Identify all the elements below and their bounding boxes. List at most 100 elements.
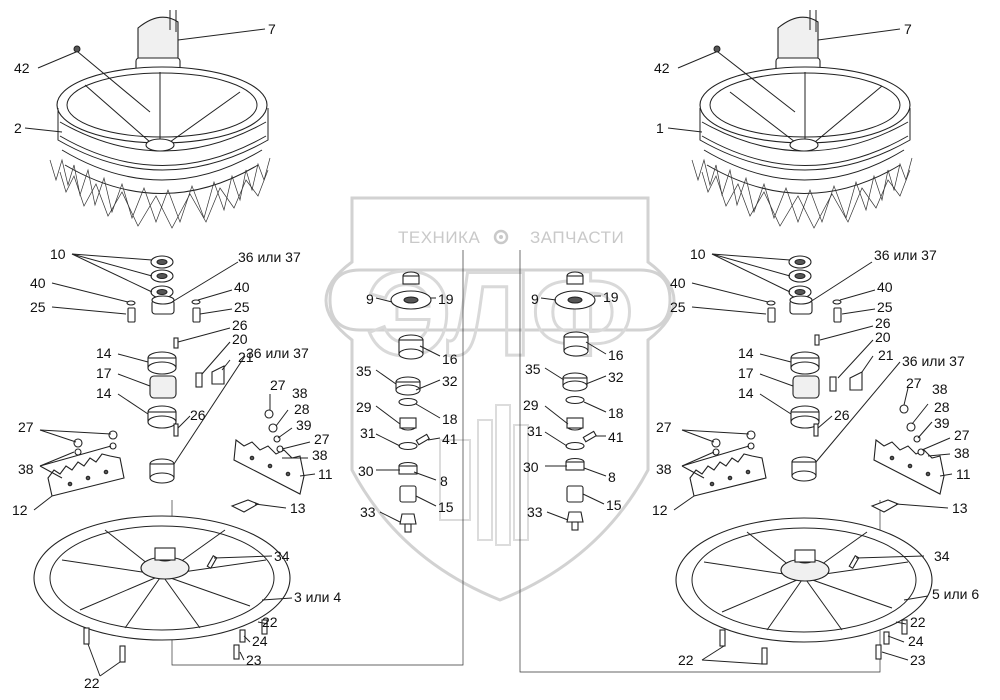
callout-38: 38 bbox=[932, 381, 948, 397]
callout-3-or-4: 3 или 4 bbox=[294, 589, 341, 605]
watermark-right-text: ЗАПЧАСТИ bbox=[530, 228, 624, 247]
callout-34: 34 bbox=[274, 548, 290, 564]
cutting-disc bbox=[675, 517, 933, 643]
callout-13: 13 bbox=[952, 500, 968, 516]
callout-16: 16 bbox=[442, 351, 458, 367]
bolt-group bbox=[719, 619, 908, 665]
sleeve-assembly bbox=[790, 351, 820, 429]
callout-9: 9 bbox=[366, 291, 374, 307]
screw bbox=[206, 555, 218, 569]
clip bbox=[211, 365, 225, 385]
callout-40: 40 bbox=[30, 275, 46, 291]
watermark-logo: ЭЛФ bbox=[366, 247, 633, 381]
callout-12: 12 bbox=[12, 502, 28, 518]
callout-42: 42 bbox=[654, 60, 670, 76]
callout-27: 27 bbox=[270, 377, 286, 393]
key bbox=[829, 376, 837, 392]
callout-15: 15 bbox=[606, 497, 622, 513]
bolt-group bbox=[83, 619, 268, 663]
cutting-disc bbox=[33, 515, 291, 641]
callout-21: 21 bbox=[238, 349, 254, 365]
callout-19: 19 bbox=[603, 289, 619, 305]
callout-10: 10 bbox=[690, 246, 706, 262]
callout-14: 14 bbox=[738, 385, 754, 401]
callout-26: 26 bbox=[232, 317, 248, 333]
bracket bbox=[230, 499, 260, 513]
callout-27: 27 bbox=[656, 419, 672, 435]
bolt bbox=[832, 299, 842, 323]
screw bbox=[173, 423, 179, 437]
callout-26: 26 bbox=[190, 407, 206, 423]
bolt bbox=[191, 299, 201, 323]
callout-14: 14 bbox=[738, 345, 754, 361]
callout-25: 25 bbox=[877, 299, 893, 315]
leader-lines bbox=[24, 28, 953, 677]
callout-41: 41 bbox=[442, 431, 458, 447]
callout-26: 26 bbox=[875, 315, 891, 331]
callout-27: 27 bbox=[314, 431, 330, 447]
callout-36-or-37: 36 или 37 bbox=[902, 353, 965, 369]
callout-24: 24 bbox=[252, 633, 268, 649]
callout-1: 1 bbox=[656, 120, 664, 136]
callout-28: 28 bbox=[934, 399, 950, 415]
key bbox=[195, 372, 203, 388]
callout-25: 25 bbox=[234, 299, 250, 315]
callout-25: 25 bbox=[30, 299, 46, 315]
bolt bbox=[766, 300, 776, 323]
callout-25: 25 bbox=[670, 299, 686, 315]
callout-18: 18 bbox=[442, 411, 458, 427]
cap bbox=[713, 45, 721, 53]
callout-18: 18 bbox=[608, 405, 624, 421]
clip bbox=[849, 371, 863, 391]
watermark-left-text: ТЕХНИКА bbox=[398, 228, 480, 247]
callout-38: 38 bbox=[312, 447, 328, 463]
left-assembly bbox=[33, 10, 305, 663]
callout-30: 30 bbox=[523, 459, 539, 475]
bracket bbox=[870, 499, 900, 513]
bolt bbox=[126, 300, 136, 323]
callout-22: 22 bbox=[678, 652, 694, 668]
callout-36-or-37: 36 или 37 bbox=[246, 345, 309, 361]
watermark: ТЕХНИКА ЗАПЧАСТИ ЭЛФ bbox=[324, 196, 676, 602]
callout-labels-left: 7 42 2 10 36 или 37 40 40 25 25 26 20 14… bbox=[12, 21, 341, 691]
callout-34: 34 bbox=[934, 548, 950, 564]
callout-38: 38 bbox=[292, 385, 308, 401]
pin bbox=[173, 337, 179, 349]
callout-27: 27 bbox=[906, 375, 922, 391]
callout-39: 39 bbox=[934, 415, 950, 431]
callout-7: 7 bbox=[268, 21, 276, 37]
callout-41: 41 bbox=[608, 429, 624, 445]
callout-33: 33 bbox=[527, 504, 543, 520]
rotor-drum bbox=[691, 66, 913, 229]
callout-29: 29 bbox=[356, 399, 372, 415]
bearing-stack bbox=[788, 255, 813, 315]
knife-segment-right bbox=[233, 438, 305, 495]
bearing-stack bbox=[150, 255, 175, 315]
callout-17: 17 bbox=[96, 365, 112, 381]
callout-36-or-37: 36 или 37 bbox=[874, 247, 937, 263]
callout-8: 8 bbox=[608, 469, 616, 485]
callout-22: 22 bbox=[262, 614, 278, 630]
callout-40: 40 bbox=[670, 275, 686, 291]
callout-labels-center-right: 9 19 16 35 32 29 18 31 41 30 8 15 33 bbox=[523, 289, 624, 520]
callout-32: 32 bbox=[608, 369, 624, 385]
callout-38: 38 bbox=[656, 461, 672, 477]
screw bbox=[813, 423, 819, 437]
callout-12: 12 bbox=[652, 502, 668, 518]
callout-14: 14 bbox=[96, 385, 112, 401]
callout-9: 9 bbox=[531, 291, 539, 307]
bearing bbox=[149, 458, 175, 484]
callout-10: 10 bbox=[50, 246, 66, 262]
callout-13: 13 bbox=[290, 500, 306, 516]
callout-29: 29 bbox=[523, 397, 539, 413]
pin bbox=[814, 334, 820, 346]
center-left-stack bbox=[390, 271, 432, 533]
callout-8: 8 bbox=[440, 473, 448, 489]
callout-24: 24 bbox=[908, 633, 924, 649]
callout-19: 19 bbox=[438, 291, 454, 307]
callout-14: 14 bbox=[96, 345, 112, 361]
callout-27: 27 bbox=[954, 427, 970, 443]
callout-33: 33 bbox=[360, 504, 376, 520]
knife-segment-right bbox=[873, 438, 945, 495]
